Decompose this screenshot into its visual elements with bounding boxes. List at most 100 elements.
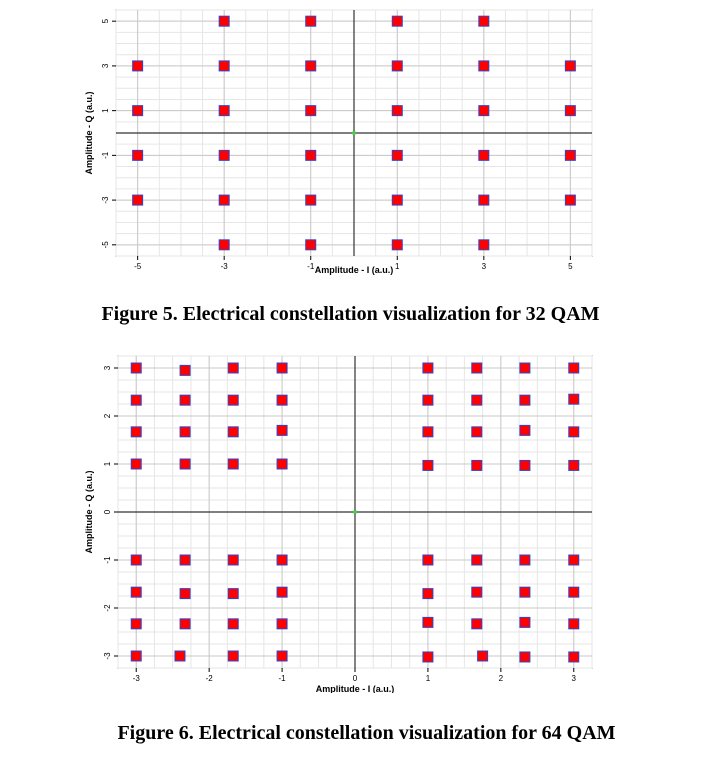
y-tick-label: -5 [101, 241, 110, 249]
constellation-point [391, 149, 403, 161]
constellation-point [478, 15, 490, 27]
y-tick-label: 3 [103, 365, 112, 370]
constellation-point [568, 554, 580, 566]
y-tick-label: -1 [103, 556, 112, 564]
constellation-point [391, 239, 403, 251]
caption-text: Electrical constellation visualization f… [198, 722, 616, 744]
constellation-point [471, 459, 483, 471]
y-tick-label: -1 [101, 151, 110, 159]
constellation-point [179, 588, 191, 600]
constellation-point [276, 650, 288, 662]
constellation-point [305, 105, 317, 117]
constellation-point [568, 362, 580, 374]
x-tick-label: 3 [482, 262, 487, 271]
constellation-point [218, 60, 230, 72]
constellation-point [130, 618, 142, 630]
constellation-point [519, 651, 531, 663]
constellation-point [568, 393, 580, 405]
constellation-point [478, 239, 490, 251]
constellation-point [471, 362, 483, 374]
x-tick-label: -5 [134, 262, 142, 271]
constellation-point [391, 60, 403, 72]
origin-marker [352, 131, 356, 135]
y-tick-label: 0 [103, 509, 112, 514]
constellation-point [227, 554, 239, 566]
x-tick-label: 5 [568, 262, 573, 271]
y-tick-label: -2 [103, 604, 112, 612]
constellation-point [227, 394, 239, 406]
constellation-point [305, 149, 317, 161]
constellation-point [130, 362, 142, 374]
constellation-point [422, 554, 434, 566]
constellation-point [519, 586, 531, 598]
constellation-point [276, 362, 288, 374]
constellation-point [391, 15, 403, 27]
constellation-point [218, 15, 230, 27]
constellation-point [471, 426, 483, 438]
constellation-point [276, 424, 288, 436]
x-tick-label: 1 [395, 262, 400, 271]
caption-number: Figure 5. [101, 303, 178, 325]
constellation-point [305, 60, 317, 72]
x-tick-label: 1 [426, 674, 431, 683]
figure-caption-64qam: Figure 6. Electrical constellation visua… [4, 722, 725, 745]
constellation-point [174, 650, 186, 662]
constellation-point [391, 105, 403, 117]
y-tick-label: -3 [101, 196, 110, 204]
constellation-point [478, 194, 490, 206]
constellation-point [471, 586, 483, 598]
constellation-point [519, 616, 531, 628]
x-axis-label: Amplitude - I (a.u.) [315, 265, 394, 275]
constellation-point [568, 426, 580, 438]
constellation-point [218, 194, 230, 206]
constellation-point [132, 149, 144, 161]
x-tick-label: -1 [279, 674, 287, 683]
constellation-point [130, 426, 142, 438]
constellation-point [471, 394, 483, 406]
constellation-point [179, 394, 191, 406]
x-tick-label: 0 [353, 674, 358, 683]
x-tick-label: 3 [572, 674, 577, 683]
constellation-point [422, 426, 434, 438]
constellation-point [227, 618, 239, 630]
constellation-point [471, 618, 483, 630]
constellation-point [478, 105, 490, 117]
figure-caption-32qam: Figure 5. Electrical constellation visua… [0, 303, 713, 326]
constellation-point [132, 60, 144, 72]
constellation-point [130, 650, 142, 662]
y-tick-label: -3 [103, 652, 112, 660]
constellation-point [477, 650, 489, 662]
constellation-point [179, 426, 191, 438]
constellation-point [132, 194, 144, 206]
constellation-point [568, 459, 580, 471]
y-tick-label: 5 [101, 18, 110, 23]
constellation-point [422, 459, 434, 471]
constellation-point [179, 364, 191, 376]
constellation-point [478, 149, 490, 161]
constellation-point [227, 650, 239, 662]
constellation-point [568, 618, 580, 630]
constellation-point [564, 105, 576, 117]
y-axis-label: Amplitude - Q (a.u.) [84, 92, 94, 175]
constellation-point [305, 15, 317, 27]
x-axis-label: Amplitude - I (a.u.) [316, 684, 395, 693]
constellation-point [130, 586, 142, 598]
constellation-point [471, 554, 483, 566]
constellation-point [422, 394, 434, 406]
x-tick-label: -3 [133, 674, 141, 683]
constellation-point [276, 458, 288, 470]
x-tick-label: -3 [221, 262, 229, 271]
constellation-point [564, 149, 576, 161]
caption-number: Figure 6. [117, 722, 194, 744]
constellation-point [564, 60, 576, 72]
constellation-point [519, 394, 531, 406]
constellation-point [276, 586, 288, 598]
constellation-point [218, 239, 230, 251]
constellation-point [276, 394, 288, 406]
y-tick-label: 1 [101, 108, 110, 113]
constellation-point [227, 458, 239, 470]
